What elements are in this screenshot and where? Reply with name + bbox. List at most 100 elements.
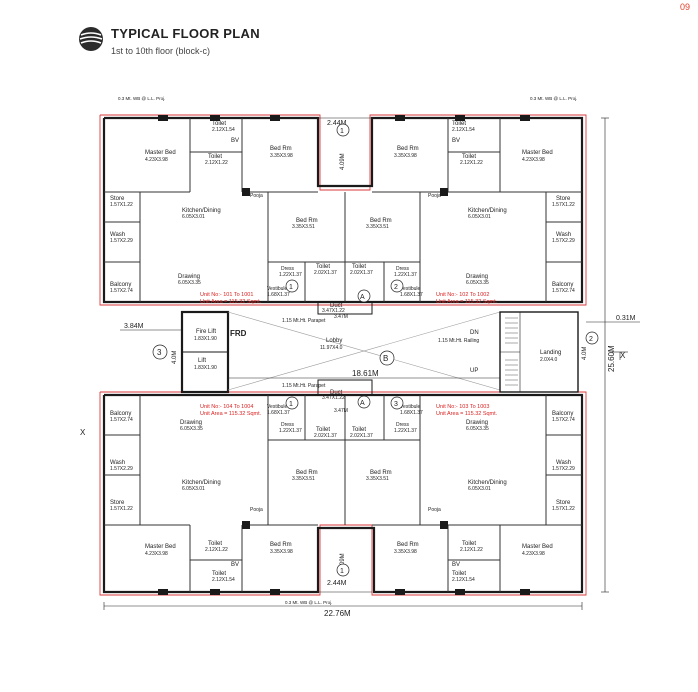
bv-tr: BV	[452, 138, 460, 144]
kitchen-tr-label: Kitchen/Dining	[468, 208, 507, 214]
wash-tl-size: 1.57X2.29	[110, 238, 133, 244]
marker-2-right: 2	[589, 336, 593, 343]
unit-104-area: Unit Area = 115.32 Sqmt.	[200, 411, 262, 417]
kitchen-tl-label: Kitchen/Dining	[182, 208, 221, 214]
drawing-br-label: Drawing	[466, 420, 488, 426]
balcony-br-size: 1.57X2.74	[552, 417, 575, 423]
vestibule-tl-size: 1.68X1.37	[267, 292, 290, 298]
toilet-br2-size: 2.12X1.22	[460, 547, 483, 553]
kitchen-bl-label: Kitchen/Dining	[182, 480, 221, 486]
drawing-br-size: 6.05X3.35	[466, 426, 489, 432]
bed-rm-tr1-label: Bed Rm	[397, 146, 419, 152]
bed-rm-tl1-size: 3.35X3.98	[270, 153, 293, 159]
drawing-tl-label: Drawing	[178, 274, 200, 280]
marker-1-bl: 1	[289, 401, 293, 408]
globe-logo-icon	[79, 27, 103, 51]
dress-tl-label: Dress	[281, 266, 295, 272]
bed-rm-br2-size: 3.35X3.51	[366, 476, 389, 482]
vestibule-br-label: Vestibule	[400, 404, 421, 410]
toilet-br1-size: 2.12X1.54	[452, 577, 475, 583]
dn-label: DN	[470, 330, 479, 336]
marker-2-tr: 2	[394, 284, 398, 291]
marker-1-tl: 1	[289, 284, 293, 291]
drawing-bl-label: Drawing	[180, 420, 202, 426]
puja-tr: Pooja	[428, 193, 441, 199]
fire-lift-label: Fire Lift	[196, 329, 216, 335]
master-bed-tl-label: Master Bed	[145, 150, 176, 156]
duct-bottom-size: 3.47X1.22	[322, 395, 345, 401]
dress-br-label: Dress	[396, 422, 410, 428]
store-tl-label: Store	[110, 196, 125, 202]
vestibule-bl-size: 1.68X1.37	[267, 410, 290, 416]
stair-treads	[505, 317, 518, 386]
page-title: TYPICAL FLOOR PLAN	[111, 26, 260, 41]
store-br-label: Store	[556, 500, 571, 506]
wash-tl-label: Wash	[110, 232, 125, 238]
lobby-label: Lobby	[326, 338, 342, 344]
unit-102-area: Unit Area = 115.32 Sqmt.	[436, 299, 498, 305]
lobby-size: 11.97X4.0	[320, 345, 343, 351]
drawing-tr-size: 6.05X3.35	[466, 280, 489, 286]
wash-bl-label: Wash	[110, 460, 125, 466]
marker-1-top: 1	[340, 128, 344, 135]
store-br-size: 1.57X1.22	[552, 506, 575, 512]
marker-3-br: 3	[394, 401, 398, 408]
unit-104-label: Unit No:- 104 To 1004	[200, 404, 253, 410]
dim-left-height: 4.0M	[172, 351, 178, 364]
kitchen-tr-size: 6.05X3.01	[468, 214, 491, 220]
wb-note-b: 0.3 Mt. WB @ L.L. Proj.	[285, 600, 332, 605]
store-tr-label: Store	[556, 196, 571, 202]
toilet-br3-size: 2.02X1.37	[350, 433, 373, 439]
marker-b: B	[383, 354, 388, 363]
unit-103-area: Unit Area = 115.32 Sqmt.	[436, 411, 498, 417]
master-bed-br-size: 4.23X3.98	[522, 551, 545, 557]
bed-rm-tr2-size: 3.35X3.51	[366, 224, 389, 230]
toilet-tr1-size: 2.12X1.54	[452, 127, 475, 133]
dim-top-gap: 2.44M	[327, 120, 347, 127]
fire-lift-size: 1.83X1.90	[194, 336, 217, 342]
bed-rm-tl1-label: Bed Rm	[270, 146, 292, 152]
frd-label: FRD	[230, 329, 247, 338]
master-bed-br-label: Master Bed	[522, 544, 553, 550]
wash-tr-size: 1.57X2.29	[552, 238, 575, 244]
parapet-bottom: 1.15 Mt.Ht. Parapet	[282, 383, 326, 389]
bed-rm-bl1-size: 3.35X3.98	[270, 549, 293, 555]
unit-102-label: Unit No:- 102 To 1002	[436, 292, 489, 298]
kitchen-br-size: 6.05X3.01	[468, 486, 491, 492]
kitchen-br-label: Kitchen/Dining	[468, 480, 507, 486]
drawing-tr-label: Drawing	[466, 274, 488, 280]
bv-tl: BV	[231, 138, 239, 144]
dress-bl-label: Dress	[281, 422, 295, 428]
section-x-right: X	[620, 351, 626, 360]
marker-a-top: A	[360, 294, 365, 301]
lift-label: Lift	[198, 358, 206, 364]
page-subtitle: 1st to 10th floor (block-c)	[111, 46, 211, 56]
dim-duct-top: 3.47M	[334, 314, 348, 320]
dress-br-size: 1.22X1.37	[394, 428, 417, 434]
puja-bl: Pooja	[250, 507, 263, 513]
bed-rm-br1-size: 3.35X3.98	[394, 549, 417, 555]
balcony-bl-label: Balcony	[110, 411, 131, 417]
duct-top-label: Duct	[330, 303, 343, 309]
vestibule-tr-size: 1.68X1.37	[400, 292, 423, 298]
toilet-tr3-label: Toilet	[352, 264, 366, 270]
master-bed-tr-size: 4.23X3.98	[522, 157, 545, 163]
toilet-tl3-size: 2.02X1.37	[314, 270, 337, 276]
balcony-tl-label: Balcony	[110, 282, 131, 288]
landing-label: Landing	[540, 350, 561, 356]
dimension-lines	[103, 117, 640, 610]
dim-bottom-gap: 2.44M	[327, 580, 347, 587]
bed-rm-bl2-label: Bed Rm	[296, 470, 318, 476]
toilet-tr2-size: 2.12X1.22	[460, 160, 483, 166]
landing-size: 2.0X4.0	[540, 357, 557, 363]
store-bl-size: 1.57X1.22	[110, 506, 133, 512]
wash-br-size: 1.57X2.29	[552, 466, 575, 472]
dress-tr-label: Dress	[396, 266, 410, 272]
master-bed-tr-label: Master Bed	[522, 150, 553, 156]
balcony-tr-label: Balcony	[552, 282, 573, 288]
unit-101-area: Unit Area = 115.32 Sqmt.	[200, 299, 262, 305]
duct-top-size: 3.47X1.22	[322, 308, 345, 314]
vestibule-tl-label: Vestibule	[267, 286, 288, 292]
dim-left-offset: 3.84M	[124, 323, 144, 330]
